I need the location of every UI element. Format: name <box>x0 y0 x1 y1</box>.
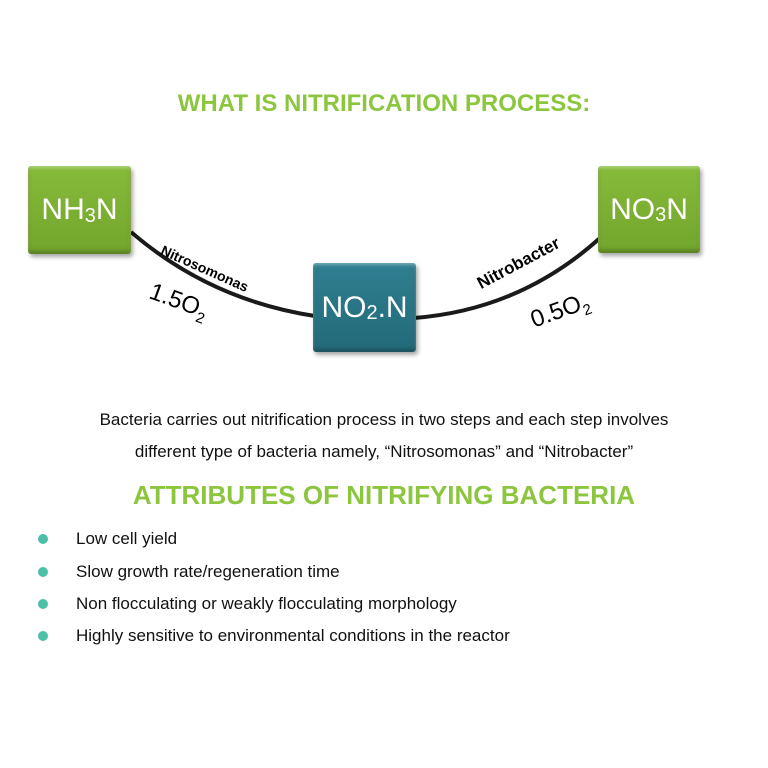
reaction-curves <box>129 230 602 320</box>
nitrite-subscript: 2 <box>366 302 378 324</box>
nitrate-subscript: 3 <box>655 204 667 226</box>
nitrite-label-end: .N <box>377 290 408 324</box>
nitrate-label: NO <box>610 192 656 226</box>
description-line-2: different type of bacteria namely, “Nitr… <box>134 442 634 461</box>
bullet-icon <box>38 534 48 544</box>
bullet-icon <box>38 567 48 577</box>
nitrate-label-end: N <box>666 192 688 226</box>
bullet-icon <box>38 631 48 641</box>
description-line-1: Bacteria carries out nitrification proce… <box>99 410 669 429</box>
curve-step2 <box>413 236 602 320</box>
ammonia-label: NH <box>41 193 85 226</box>
bullet-icon <box>38 599 48 609</box>
attributes-title: ATTRIBUTES OF NITRIFYING BACTERIA <box>132 480 636 510</box>
ammonia-label-end: N <box>95 193 118 226</box>
list-item: Low cell yield <box>38 529 177 549</box>
ammonia-subscript: 3 <box>84 204 96 227</box>
list-item: Non flocculating or weakly flocculating … <box>38 594 457 614</box>
curve-step1 <box>129 230 316 318</box>
list-item: Slow growth rate/regeneration time <box>38 562 340 582</box>
nitrite-label: NO <box>321 290 367 324</box>
list-item: Highly sensitive to environmental condit… <box>38 626 510 646</box>
page-title: WHAT IS NITRIFICATION PROCESS: <box>177 90 591 117</box>
